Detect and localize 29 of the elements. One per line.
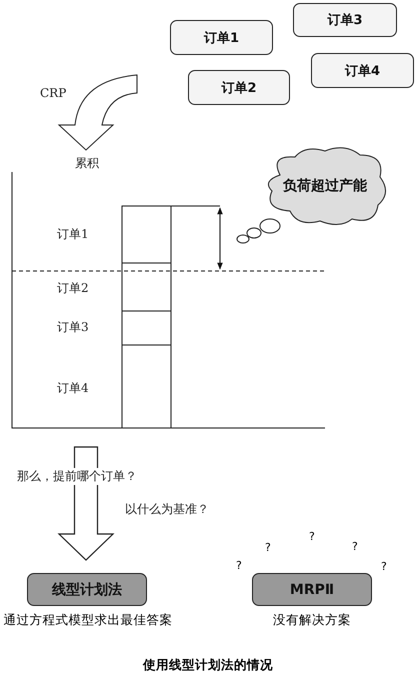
axis-label: 订单1 [57,226,89,243]
axis-label: 订单2 [57,280,89,297]
result-text: 没有解决方案 [273,612,351,629]
order-box [293,3,397,37]
arrow-label: CRP [40,86,66,100]
method-box [252,573,372,606]
axis-label: 订单3 [57,319,89,336]
result-text: 通过方程式模型求出最佳答案 [4,612,172,629]
question-text: 以什么为基准？ [125,501,209,518]
box-label: 订单2 [221,80,257,96]
question-mark: ? [352,540,358,553]
question-mark: ? [381,560,387,573]
box-label: MRPⅡ [290,582,334,598]
box-label: 订单4 [344,62,380,80]
arrow-label: 累积 [75,155,99,172]
order-box [170,20,273,55]
question-mark: ? [265,541,271,554]
cloud-label: 负荷超过产能 [283,177,367,195]
box-label: 订单3 [327,12,363,29]
axis-label: 订单4 [57,380,89,397]
order-box [188,70,290,105]
box-label: 订单1 [204,30,240,46]
question-mark: ? [236,559,242,572]
question-mark: ? [309,530,315,543]
question-text: 那么，提前哪个订单？ [17,468,137,485]
method-box [27,573,147,606]
order-box [311,53,414,88]
box-label: 线型计划法 [52,580,122,598]
caption: 使用线型计划法的情况 [143,657,273,674]
